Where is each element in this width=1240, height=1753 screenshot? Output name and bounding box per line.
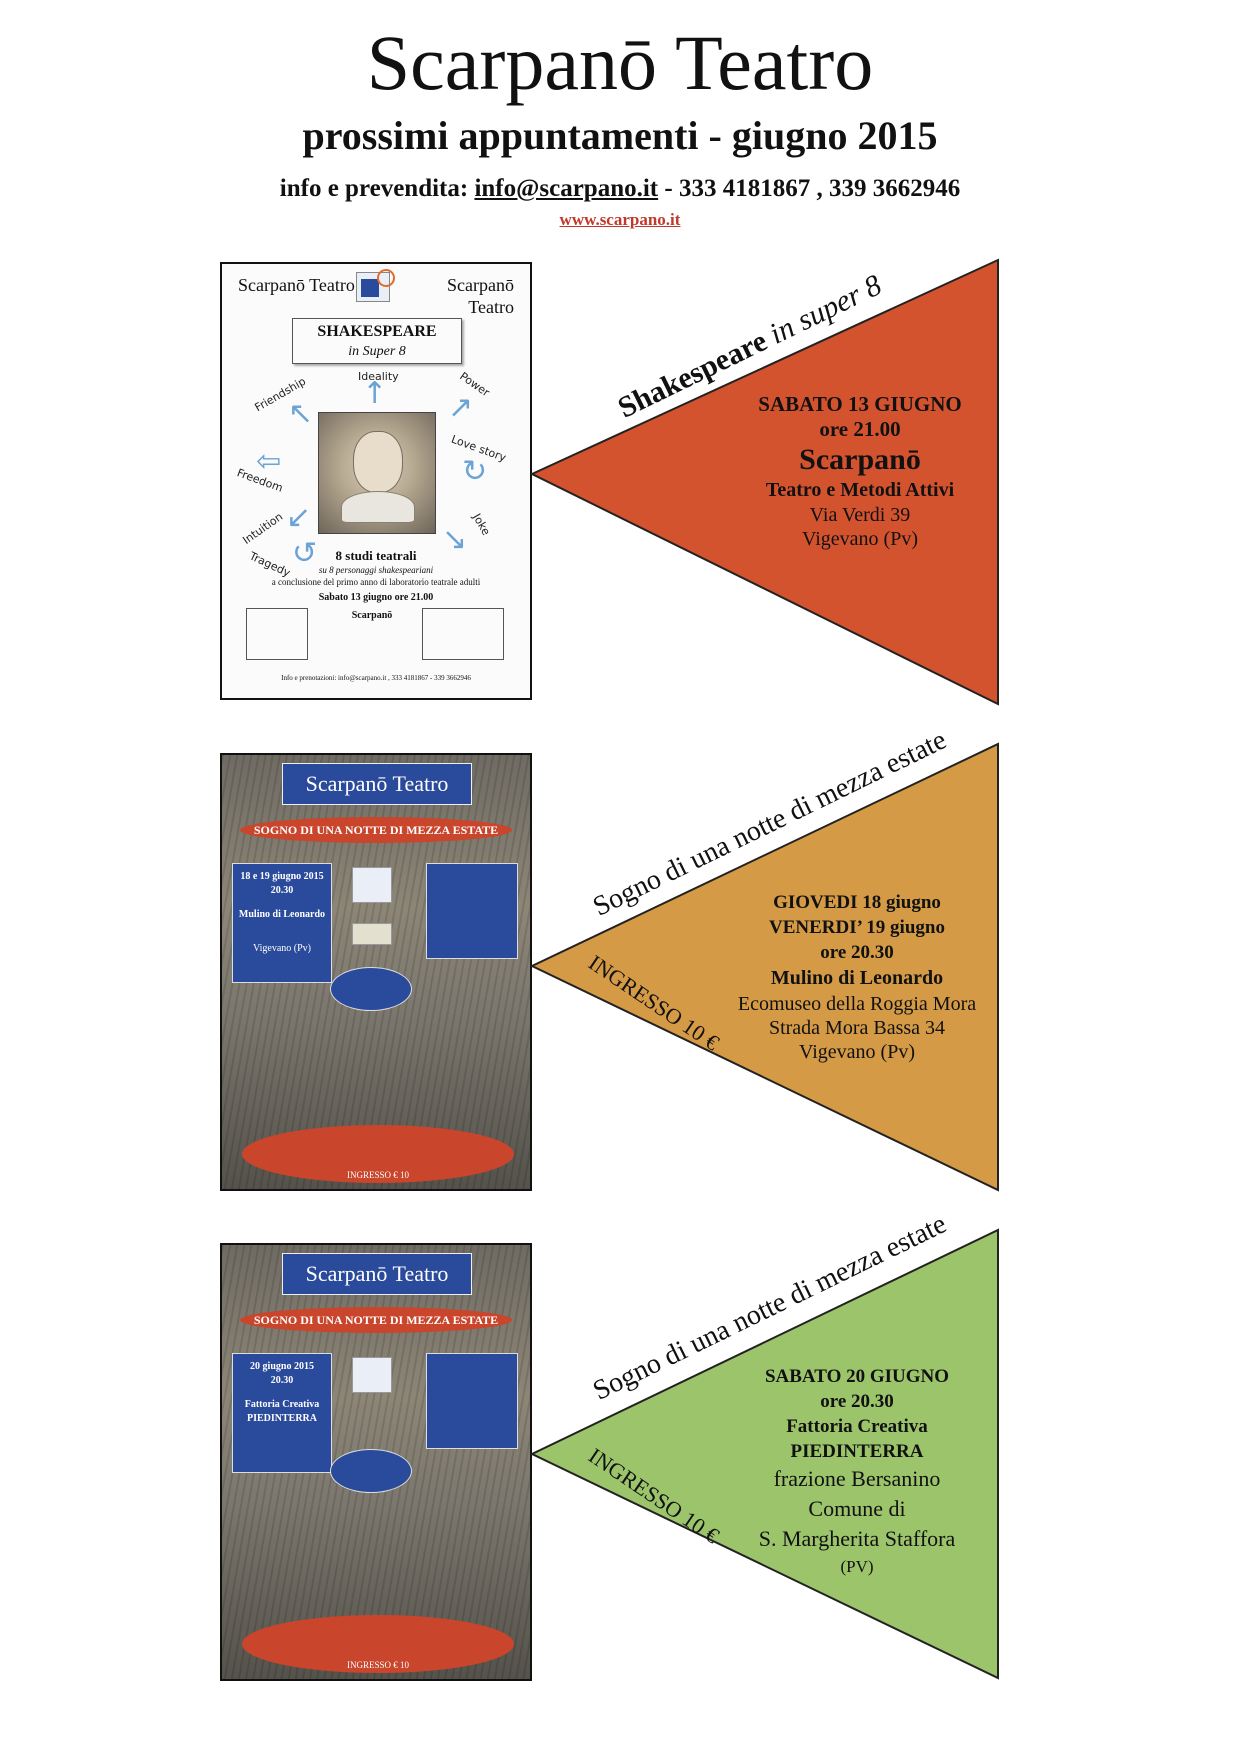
event2-time: ore 20.30	[820, 942, 894, 963]
poster-brand-right-text: Scarpanō Teatro	[447, 275, 514, 317]
word-intuition: Intuition	[240, 510, 286, 547]
event3-date: SABATO 20 GIUGNO	[764, 1366, 950, 1387]
event1-details: SABATO 13 GIUGNO ore 21.00 Scarpanō Teat…	[720, 392, 1000, 551]
poster3-time: 20.30	[270, 1375, 294, 1386]
poster3-venue: Fattoria Creativa PIEDINTERRA	[244, 1399, 320, 1424]
poster3-cast-oval: INGRESSO € 10	[242, 1615, 514, 1673]
event3-triangle-shape	[529, 1228, 999, 1680]
event3-details: SABATO 20 GIUGNO ore 20.30 Fattoria Crea…	[712, 1364, 1002, 1580]
event1-triangle	[529, 258, 999, 706]
poster-logo	[356, 269, 395, 302]
poster3-contact-oval	[330, 1449, 412, 1493]
poster3-logo	[352, 1357, 392, 1393]
poster-brand-left: Scarpanō Teatro	[238, 274, 355, 296]
poster-studies-sub: su 8 personaggi shakespeariani	[318, 565, 434, 575]
arrow-down-right-icon: ↘	[442, 522, 468, 557]
poster-studies: 8 studi teatrali	[335, 548, 417, 563]
event1-venue-sub: Teatro e Metodi Attivi	[765, 479, 955, 501]
arrow-up-right-icon: ↗	[448, 390, 474, 425]
event2-triangle	[529, 742, 999, 1192]
poster2-date: 18 e 19 giugno 2015	[240, 871, 324, 882]
poster-footer: Info e prenotazioni: info@scarpano.it , …	[281, 674, 471, 682]
poster2-place: Vigevano (Pv)	[253, 943, 311, 954]
poster-brand-right: Scarpanō Teatro	[424, 274, 514, 318]
poster-brand-left-text: Scarpanō Teatro	[238, 275, 355, 295]
poster2-map	[352, 923, 392, 945]
event3-frazione: frazione Bersanino	[773, 1466, 941, 1491]
arrow-curve-icon: ↻	[462, 454, 488, 489]
poster-studies-note: a conclusione del primo anno di laborato…	[271, 577, 481, 587]
event1-address: Via Verdi 39	[809, 504, 911, 526]
shakespeare-portrait	[318, 412, 436, 534]
event3-town: S. Margherita Staffora	[758, 1526, 956, 1551]
poster2-cast-oval: INGRESSO € 10	[242, 1125, 514, 1183]
event1-city: Vigevano (Pv)	[802, 528, 918, 550]
poster2-banner: SOGNO DI UNA NOTTE DI MEZZA ESTATE	[240, 817, 512, 843]
event3-triangle	[529, 1228, 999, 1680]
poster-cast-left	[246, 608, 308, 660]
event2-triangle-shape	[529, 742, 999, 1192]
event3-venue: Fattoria Creativa	[786, 1416, 928, 1437]
page-title: Scarpanō Teatro	[366, 19, 874, 106]
poster2-time: 20.30	[270, 885, 294, 896]
event3-time: ore 20.30	[820, 1391, 894, 1412]
poster-venue: Scarpanō	[351, 610, 393, 621]
poster-sogno-2: Scarpanō Teatro SOGNO DI UNA NOTTE DI ME…	[220, 1243, 532, 1681]
poster2-info-box: 18 e 19 giugno 2015 20.30 Mulino di Leon…	[232, 863, 332, 983]
portrait-collar	[341, 491, 415, 523]
website: www.scarpano.it	[0, 208, 1240, 232]
poster-sogno-1: Scarpanō Teatro SOGNO DI UNA NOTTE DI ME…	[220, 753, 532, 1191]
poster3-ingresso: INGRESSO € 10	[346, 1660, 409, 1670]
poster-subtitle: in Super 8	[348, 344, 406, 359]
poster2-contact-oval	[330, 967, 412, 1011]
arrow-down-left-icon: ↙	[286, 500, 312, 535]
poster3-date: 20 giugno 2015	[250, 1361, 314, 1372]
word-joke: Joke	[470, 511, 493, 538]
word-ideality: Ideality	[358, 370, 399, 383]
poster2-ingresso: INGRESSO € 10	[346, 1170, 409, 1180]
event2-city: Vigevano (Pv)	[799, 1041, 915, 1063]
portrait-face	[353, 431, 403, 493]
poster-shakespeare-super8: Scarpanō Teatro Scarpanō Teatro SHAKESPE…	[220, 262, 532, 700]
event2-date2: VENERDI’ 19 giugno	[769, 917, 945, 938]
poster-date: Sabato 13 giugno ore 21.00	[318, 592, 434, 603]
email-link[interactable]: info@scarpano.it	[474, 175, 659, 202]
event1-date: SABATO 13 GIUGNO	[758, 392, 962, 416]
arrow-up-left-icon: ↖	[288, 396, 314, 431]
event2-venue-sub: Ecomuseo della Roggia Mora	[737, 993, 977, 1015]
poster3-credits-box	[426, 1353, 518, 1449]
poster2-credits-box	[426, 863, 518, 959]
event2-venue: Mulino di Leonardo	[770, 967, 944, 989]
poster2-venue: Mulino di Leonardo	[238, 909, 326, 920]
logo-circle	[377, 269, 395, 287]
event2-details: GIOVEDI 18 giugno VENERDI’ 19 giugno ore…	[712, 890, 1002, 1064]
poster3-banner: SOGNO DI UNA NOTTE DI MEZZA ESTATE	[240, 1307, 512, 1333]
event3-comune: Comune di	[808, 1496, 906, 1521]
arrow-left-icon: ⇦	[256, 444, 282, 479]
poster2-brand: Scarpanō Teatro	[282, 763, 472, 805]
arrow-curve-left-icon: ↺	[292, 536, 318, 571]
poster3-brand: Scarpanō Teatro	[282, 1253, 472, 1295]
page-subtitle: prossimi appuntamenti - giugno 2015	[302, 113, 938, 158]
event3-venue-sub: PIEDINTERRA	[790, 1441, 924, 1462]
info-prefix: info e prevendita:	[279, 175, 475, 202]
website-link[interactable]: www.scarpano.it	[559, 210, 681, 229]
logo-square	[361, 279, 379, 297]
poster-title-box: SHAKESPEARE in Super 8	[292, 318, 462, 364]
poster3-info-box: 20 giugno 2015 20.30 Fattoria Creativa P…	[232, 1353, 332, 1473]
info-phones: - 333 4181867 , 339 3662946	[658, 175, 961, 202]
poster2-logo	[352, 867, 392, 903]
arrow-up-icon: ↑	[362, 376, 388, 411]
event3-province: (PV)	[840, 1557, 874, 1576]
event2-address: Strada Mora Bassa 34	[768, 1017, 946, 1039]
poster-title: SHAKESPEARE	[317, 323, 437, 340]
event1-time: ore 21.00	[819, 417, 901, 441]
contact-info: info e prevendita: info@scarpano.it - 33…	[0, 172, 1240, 206]
event2-date1: GIOVEDI 18 giugno	[773, 892, 941, 913]
event1-triangle-shape	[529, 258, 999, 706]
event1-venue: Scarpanō	[799, 443, 921, 476]
poster-cast-right	[422, 608, 504, 660]
